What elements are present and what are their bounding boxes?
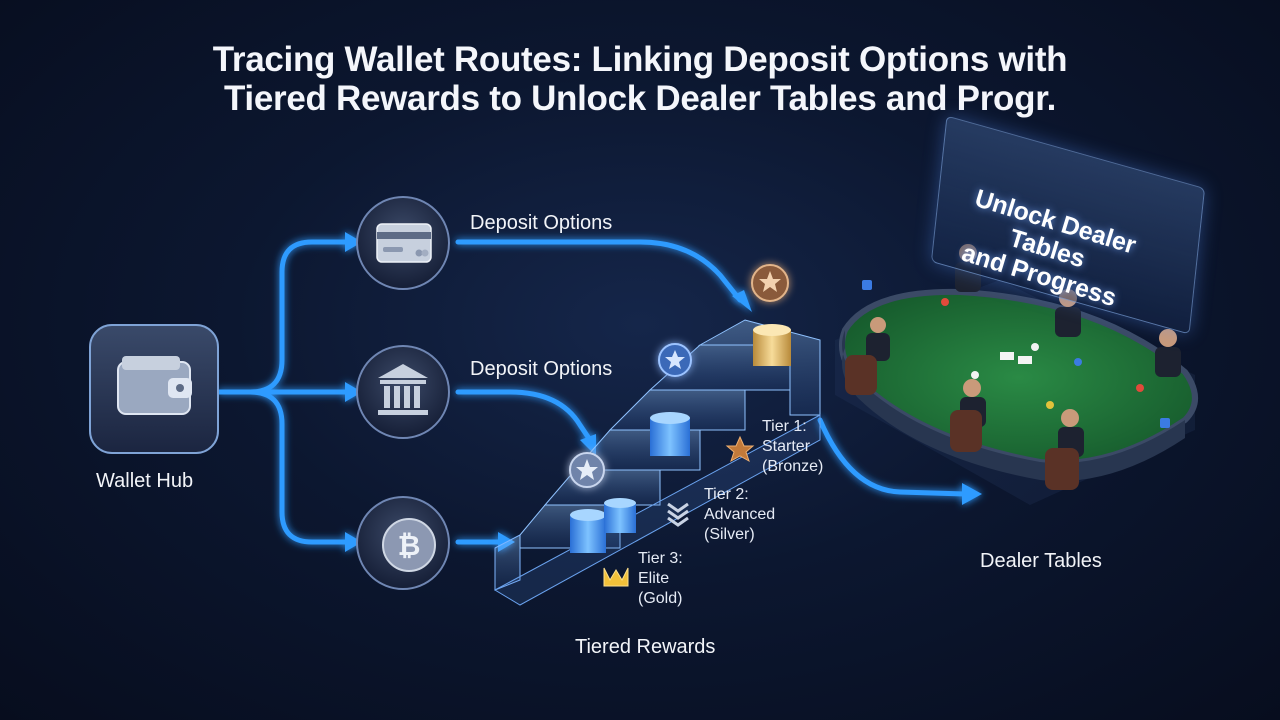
tier-3-label: Tier 3: Elite (Gold) (638, 549, 683, 609)
chairs (845, 355, 1079, 490)
tier-1-label: Tier 1: Starter (Bronze) (762, 417, 823, 477)
tier-2-name: Advanced (704, 506, 776, 523)
tier-1-name: Starter (762, 438, 811, 455)
deposit-label-card: Deposit Options (470, 212, 613, 234)
tier-2-title: Tier 2: (704, 486, 749, 503)
tier-1-title: Tier 1: (762, 418, 807, 435)
arrowhead-bitcoin (345, 532, 362, 552)
flow-bank-to-tier2 (455, 389, 593, 443)
page-title: Tracing Wallet Routes: Linking Deposit O… (0, 40, 1280, 118)
flow-hub-to-bitcoin (217, 389, 348, 545)
coin-stack-low (570, 498, 636, 553)
tier-3-level: (Gold) (638, 590, 683, 607)
gold-crown-icon (603, 567, 629, 587)
tier-2-level: (Silver) (704, 526, 755, 543)
coin-stack-mid (650, 412, 690, 456)
wallet-hub-node[interactable] (89, 324, 219, 454)
flow-lines (217, 239, 968, 545)
deposit-node-bitcoin[interactable]: ₿ (356, 496, 450, 590)
tier-3-name: Elite (638, 570, 670, 587)
deposit-node-bank[interactable] (356, 345, 450, 439)
coin-stack-high (753, 324, 791, 366)
dealer-table-scene (835, 244, 1198, 505)
arrowhead-bank (345, 382, 362, 402)
svg-text:₿: ₿ (398, 530, 421, 561)
tier-1-level: (Bronze) (762, 458, 824, 475)
flow-card-to-tier1 (455, 239, 743, 303)
tiered-rewards-label: Tiered Rewards (575, 636, 716, 658)
arrowhead-tables (962, 483, 982, 505)
arrowhead-tier1 (732, 290, 752, 312)
wallet-icon (117, 356, 192, 415)
bronze-star-medal (751, 264, 789, 302)
arrowhead-card (345, 232, 362, 252)
tier-3-title: Tier 3: (638, 550, 683, 567)
bank-icon (378, 364, 428, 415)
bitcoin-icon: ₿ (382, 518, 436, 572)
flow-hub-to-card (217, 239, 348, 395)
deposit-label-bank: Deposit Options (470, 358, 613, 380)
wallet-hub-label: Wallet Hub (96, 470, 194, 492)
credit-card-icon (376, 223, 432, 263)
silver-chevron-icon (667, 502, 689, 527)
tier-2-label: Tier 2: Advanced (Silver) (704, 485, 775, 545)
bronze-star-icon (725, 435, 755, 463)
table-markers (862, 280, 1170, 428)
silver-star-medal (569, 452, 605, 488)
deposit-node-card[interactable] (356, 196, 450, 290)
dealer-tables-label: Dealer Tables (980, 550, 1102, 572)
table-chips (941, 298, 1144, 409)
title-line-1: Tracing Wallet Routes: Linking Deposit O… (212, 40, 1068, 79)
title-line-2: Tiered Rewards to Unlock Dealer Tables a… (223, 79, 1057, 118)
flow-stairs-to-tables (817, 417, 968, 497)
blue-star-medal (658, 343, 692, 377)
